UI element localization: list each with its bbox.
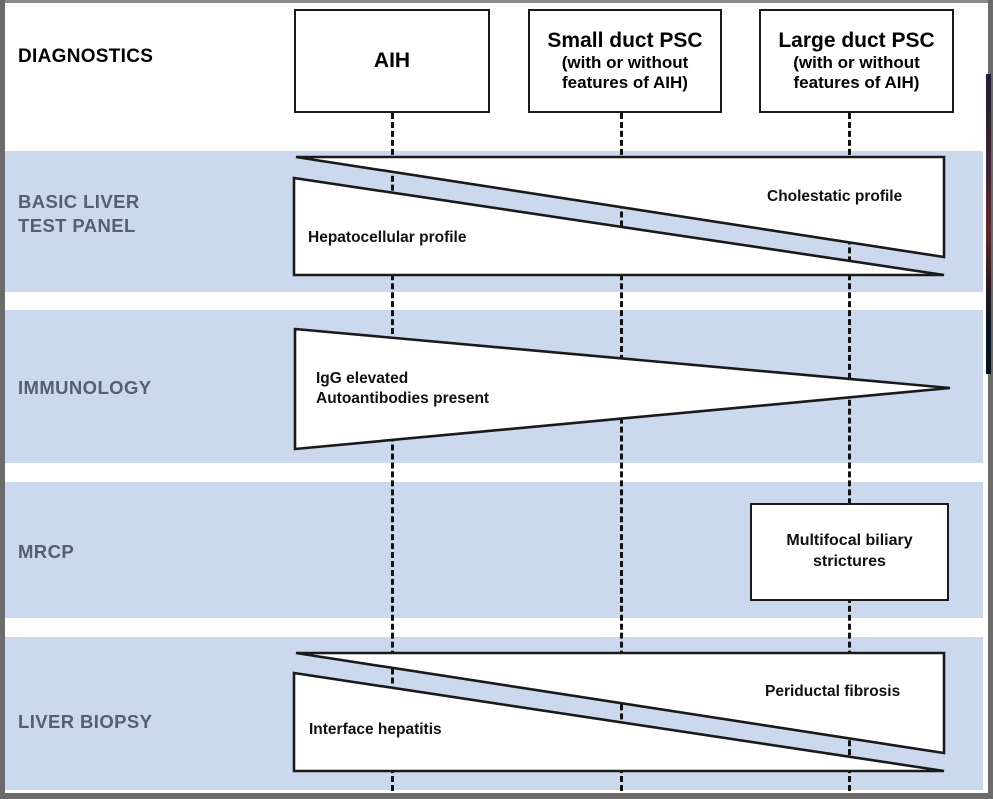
column-header-small-duct-psc-subtitle: (with or without features of AIH) [561,53,689,93]
column-header-large-duct-psc-title: Large duct PSC [778,28,935,52]
box-multifocal-biliary-strictures[interactable]: Multifocal biliary strictures [750,503,949,601]
connector-line-aih [391,113,394,791]
shape-label-immunology: IgG elevated Autoantibodies present [316,370,490,408]
connector-line-small-duct-psc [620,113,623,791]
column-header-aih[interactable]: AIH [294,9,490,113]
column-header-aih-title: AIH [373,48,411,72]
connector-line-large-duct-psc [848,113,851,791]
shape-label-interface-hepatitis: Interface hepatitis [309,721,442,738]
row-label-basic-liver-test-panel: BASIC LIVER TEST PANEL [18,191,140,237]
page-frame-left [0,0,5,799]
page-frame-top [5,0,988,3]
column-header-small-duct-psc[interactable]: Small duct PSC (with or without features… [528,9,722,113]
column-header-large-duct-psc[interactable]: Large duct PSC (with or without features… [759,9,954,113]
shape-label-hepatocellular-profile: Hepatocellular profile [308,229,467,246]
shape-label-cholestatic-profile: Cholestatic profile [767,188,903,205]
page-frame-right [988,0,993,799]
row-label-mrcp: MRCP [18,541,75,562]
row-label-immunology: IMMUNOLOGY [18,377,152,398]
page-edge-accent [986,74,991,374]
column-header-large-duct-psc-subtitle: (with or without features of AIH) [793,53,920,93]
row-band-basic-liver-test-panel [5,151,983,292]
column-header-small-duct-psc-title: Small duct PSC [547,28,703,52]
row-label-liver-biopsy: LIVER BIOPSY [18,711,153,732]
page-title: DIAGNOSTICS [18,46,154,67]
box-multifocal-biliary-strictures-label: Multifocal biliary strictures [786,532,913,570]
shape-label-periductal-fibrosis: Periductal fibrosis [765,683,901,700]
page-frame-bottom [0,793,993,799]
